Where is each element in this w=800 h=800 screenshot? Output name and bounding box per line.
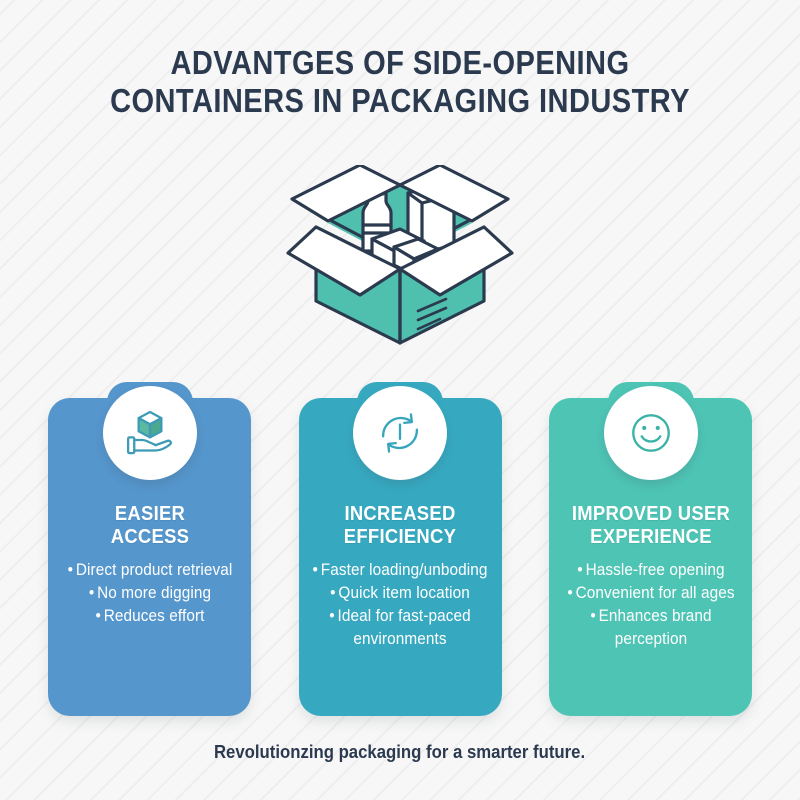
bullet-icon: •	[329, 607, 335, 625]
card-icon-circle	[102, 386, 197, 480]
card-icon-circle	[353, 386, 447, 480]
footer-tagline: Revolutionzing packaging for a smarter f…	[214, 742, 586, 762]
smiley-face-icon	[631, 414, 670, 452]
advantage-cards: EASIER ACCESS •Direct product retrieval …	[48, 382, 752, 720]
circular-arrows-clock-icon	[381, 413, 419, 453]
list-item: •Convenient for all ages	[559, 582, 741, 605]
card-icon-circle	[603, 386, 698, 480]
card-heading: IMPROVED USER EXPERIENCE	[567, 502, 734, 548]
list-item: •Hassle-free opening	[559, 559, 741, 582]
hand-holding-box-icon	[126, 410, 172, 455]
bullet-icon: •	[312, 561, 318, 579]
bullet-icon: •	[576, 561, 583, 579]
bullet-icon: •	[67, 561, 73, 579]
bullet-icon: •	[330, 584, 336, 602]
card-heading-line-2: ACCESS	[110, 525, 189, 548]
list-item-label: Convenient for all ages	[575, 584, 735, 602]
page-title-line-1: ADVANTGES OF SIDE-OPENING	[170, 44, 630, 81]
card-heading-line-1: IMPROVED USER	[571, 502, 730, 525]
list-item-label: environments	[353, 630, 447, 648]
bullet-icon: •	[589, 607, 596, 625]
bullet-icon: •	[566, 584, 573, 602]
list-item: •Faster loading/unboding	[309, 559, 491, 582]
card-increased-efficiency[interactable]: INCREASED EFFICIENCY •Faster loading/unb…	[298, 382, 502, 716]
card-easier-access[interactable]: EASIER ACCESS •Direct product retrieval …	[48, 382, 251, 716]
list-item: •No more digging	[58, 582, 240, 605]
list-item: •Reduces effort	[58, 605, 240, 628]
card-heading: EASIER ACCESS	[66, 502, 233, 548]
card-bullet-list: •Direct product retrieval •No more diggi…	[52, 559, 248, 628]
list-item-label: Quick item location	[338, 584, 470, 602]
card-improved-user-experience[interactable]: IMPROVED USER EXPERIENCE •Hassle-free op…	[549, 382, 752, 716]
list-item: •Quick item location	[309, 582, 491, 605]
list-item-label: Direct product retrieval	[75, 561, 232, 579]
list-item-label: Enhances brand perception	[598, 607, 712, 648]
open-box-icon	[286, 163, 514, 345]
bullet-icon: •	[94, 607, 101, 625]
card-heading: INCREASED EFFICIENCY	[316, 502, 483, 548]
list-item: •Ideal for fast-paced	[309, 605, 491, 628]
list-item-label: Reduces effort	[103, 607, 205, 625]
list-item-label: Hassle-free opening	[585, 561, 725, 579]
list-item-label: No more digging	[96, 584, 211, 602]
card-bullet-list: •Faster loading/unboding •Quick item loc…	[302, 559, 498, 651]
page-title-line-2: CONTAINERS IN PACKAGING INDUSTRY	[110, 82, 690, 119]
card-heading-line-2: EFFICIENCY	[343, 525, 457, 548]
list-item: •Enhances brand perception	[559, 605, 741, 651]
bullet-icon: •	[88, 584, 94, 602]
list-item: environments	[309, 628, 491, 651]
card-heading-line-2: EXPERIENCE	[589, 525, 712, 548]
list-item: •Direct product retrieval	[58, 559, 240, 582]
card-heading-line-1: EASIER	[114, 502, 185, 525]
card-bullet-list: •Hassle-free opening •Convenient for all…	[553, 559, 749, 651]
list-item-label: Ideal for fast-paced	[337, 607, 471, 625]
open-box-illustration	[268, 163, 532, 355]
footer: Revolutionzing packaging for a smarter f…	[0, 742, 800, 763]
card-heading-line-1: INCREASED	[344, 502, 456, 525]
list-item-label: Faster loading/unboding	[320, 561, 488, 579]
page-title: ADVANTGES OF SIDE-OPENING CONTAINERS IN …	[0, 44, 800, 120]
